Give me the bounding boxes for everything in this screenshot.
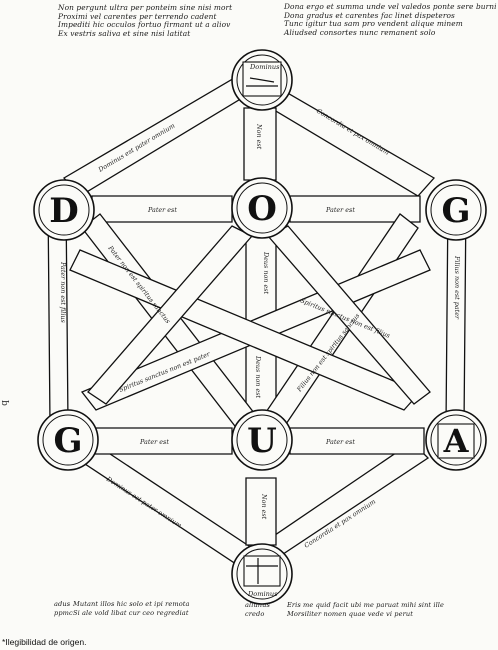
verse-line: Morsiliter nomen quae vede vi perut xyxy=(287,609,413,618)
illegibility-caption: *Ilegibilidad de origen. xyxy=(2,637,87,647)
node-upper-right: G xyxy=(425,179,487,241)
band-bottom-vertical xyxy=(245,477,277,546)
band-text-right-vertical: Filius non est pater xyxy=(453,255,461,320)
node-bottom: Dominus xyxy=(231,543,293,605)
band-text-left-vertical: Pater non est filius xyxy=(59,261,67,323)
node-center-upper: O xyxy=(231,177,293,239)
node-upper-right-letter: G xyxy=(441,191,470,231)
verse-line: Si ale vold libat cur ceo regrediat xyxy=(73,608,189,617)
margin-mark: q xyxy=(0,400,10,406)
verse-line: Aliudsed consortes nunc remanent solo xyxy=(284,27,436,37)
band-text-mid-vertical-upper: Deus non est xyxy=(262,251,270,295)
band-text-top-left: Dominus est pater omnium xyxy=(96,122,176,175)
node-lower-right: A xyxy=(425,409,487,471)
verse-top-right: Dona ergo et summa unde vel valedos pont… xyxy=(284,2,497,37)
verse-bottom-left-a: adus ppmc xyxy=(54,600,73,617)
verse-line: ppmc xyxy=(54,608,73,617)
verse-bottom-left-b: Mutant illos hic solo et ipi remota Si a… xyxy=(73,600,190,617)
band-text-mid-vertical-lower: Deus non est xyxy=(254,355,262,399)
verse-line: aliunus xyxy=(245,601,270,609)
verse-line: Non pergunt ultra per ponteim sine nisi … xyxy=(58,3,233,12)
verse-line: Mutant illos hic solo et ipi remota xyxy=(73,600,190,608)
node-center-upper-letter: O xyxy=(247,189,277,229)
band-text-upper-horizontal-right: Pater est xyxy=(325,206,355,214)
node-upper-left-letter: D xyxy=(49,191,78,231)
verse-bottom-right: Eris me quid facit ubi me paruat mihi si… xyxy=(287,601,444,618)
node-top-label: Dominus xyxy=(249,63,280,71)
band-text-upper-horizontal-left: Pater est xyxy=(147,206,177,214)
verse-line: credo xyxy=(245,609,265,618)
diagonal-bands xyxy=(69,213,431,431)
node-lower-left: G xyxy=(37,409,99,471)
band-text-lower-horizontal-left: Pater est xyxy=(139,438,169,446)
band-text-top-vertical: Non est xyxy=(255,123,263,150)
node-bottom-label: Dominus xyxy=(247,590,278,598)
verse-line: Dona gradus et carentes fac linet dispet… xyxy=(284,10,455,20)
band-lower-horizontal-right xyxy=(289,427,425,455)
verse-bottom-mid: aliunus credo xyxy=(245,601,270,618)
node-center-lower-letter: U xyxy=(247,421,277,461)
verse-line: Impediti hic occulos fortuo firmant ut a… xyxy=(58,20,231,30)
verse-top-left: Non pergunt ultra per ponteim sine nisi … xyxy=(58,3,233,38)
verse-line: Eris me quid facit ubi me paruat mihi si… xyxy=(287,601,444,609)
node-top: Dominus xyxy=(231,49,293,111)
central-bands xyxy=(91,107,425,546)
node-lower-left-letter: G xyxy=(53,421,82,461)
node-upper-left: D xyxy=(33,179,95,241)
band-text-lower-horizontal-right: Pater est xyxy=(325,438,355,446)
band-bottom-left xyxy=(74,441,260,569)
band-text-bottom-vertical: Non est xyxy=(260,493,268,520)
verse-line: adus xyxy=(54,600,71,608)
node-lower-right-letter: A xyxy=(443,422,470,460)
verse-line: Dona ergo et summa unde vel valedos pont… xyxy=(284,2,497,11)
verse-line: Proximi vel carentes per terrendo cadent xyxy=(58,11,217,21)
verse-line: Ex vestris saliva et sine nisi latitat xyxy=(58,28,191,38)
node-center-lower: U xyxy=(231,409,293,471)
nodes: Dominus O D G xyxy=(33,49,487,605)
verse-line: Tunc igitur tua sam pro vendent alique m… xyxy=(284,19,463,29)
